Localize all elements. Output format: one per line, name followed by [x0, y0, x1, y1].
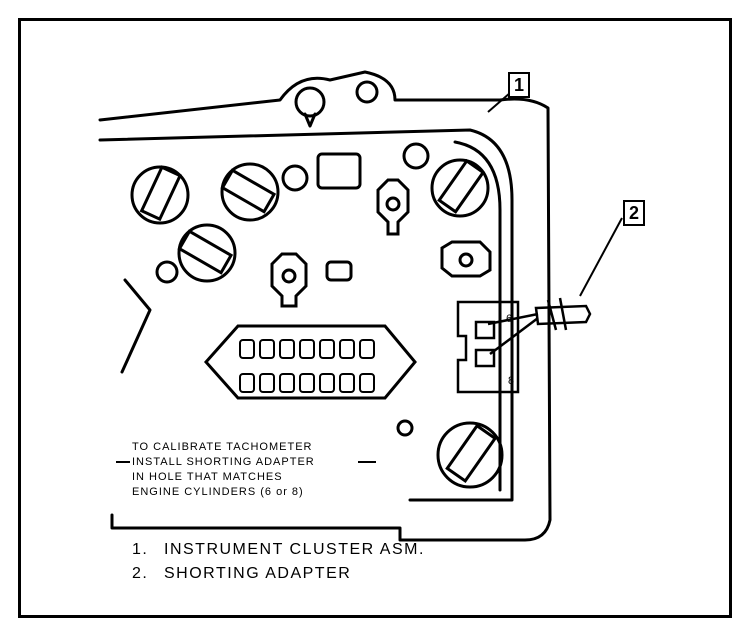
lamp-cell	[279, 373, 295, 393]
note-line: INSTALL SHORTING ADAPTER	[132, 456, 315, 468]
legend-item: 1. INSTRUMENT CLUSTER ASM.	[132, 538, 425, 562]
note-line: TO CALIBRATE TACHOMETER	[132, 441, 313, 453]
lamp-cell	[259, 339, 275, 359]
mounting-boss	[270, 252, 308, 308]
mounting-lug	[294, 86, 326, 118]
legend-label: INSTRUMENT CLUSTER ASM.	[164, 541, 425, 558]
cluster-panel-outline	[98, 128, 514, 502]
mounting-boss	[376, 178, 410, 236]
note-line: IN HOLE THAT MATCHES	[132, 471, 283, 483]
left-bracket	[120, 278, 152, 374]
lamp-cell	[319, 339, 335, 359]
hole	[396, 419, 414, 437]
legend: 1. INSTRUMENT CLUSTER ASM. 2. SHORTING ADA…	[132, 538, 425, 586]
gauge-2	[220, 162, 280, 222]
cluster-inner-edge	[453, 140, 502, 492]
hole	[281, 164, 309, 192]
lamp-cell	[279, 339, 295, 359]
legend-label: SHORTING ADAPTER	[164, 565, 352, 582]
gauge-1	[130, 165, 190, 225]
callout-2-leader	[579, 217, 623, 297]
calibration-note: TO CALIBRATE TACHOMETER INSTALL SHORTING…	[132, 440, 315, 500]
mounting-boss	[440, 240, 492, 278]
socket-label-8: 8	[508, 375, 514, 387]
warning-lamp-panel	[203, 324, 417, 400]
lamp-cell	[339, 373, 355, 393]
lamp-cell	[339, 339, 355, 359]
lamp-cell	[359, 339, 375, 359]
lamp-cell	[259, 373, 275, 393]
shorting-adapter	[534, 304, 592, 326]
lamp-cell	[299, 339, 315, 359]
callout-2-number: 2	[628, 203, 639, 223]
hole	[402, 142, 430, 170]
legend-number: 1.	[132, 541, 149, 558]
lamp-cell	[359, 373, 375, 393]
socket-8	[474, 348, 496, 368]
indicator-window	[316, 152, 362, 190]
legend-item: 2. SHORTING ADAPTER	[132, 562, 425, 586]
socket-label-6: 6	[506, 313, 512, 325]
lamp-cell	[319, 373, 335, 393]
note-line: ENGINE CYLINDERS (6 or 8)	[132, 486, 304, 498]
callout-1: 1	[508, 72, 530, 98]
diagram-frame	[18, 18, 732, 618]
lamp-cell	[239, 373, 255, 393]
gauge-4	[430, 158, 490, 218]
cluster-housing-outline	[98, 70, 552, 542]
callout-2: 2	[623, 200, 645, 226]
socket-6	[474, 320, 496, 340]
lamp-cells	[239, 339, 375, 393]
legend-number: 2.	[132, 565, 149, 582]
lamp-cell	[239, 339, 255, 359]
gauge-5	[436, 421, 504, 489]
mounting-hole	[355, 80, 379, 104]
callout-1-number: 1	[513, 75, 524, 95]
gauge-3	[177, 223, 237, 283]
hole	[155, 260, 179, 284]
lamp-cell	[299, 373, 315, 393]
indicator-window	[325, 260, 353, 282]
